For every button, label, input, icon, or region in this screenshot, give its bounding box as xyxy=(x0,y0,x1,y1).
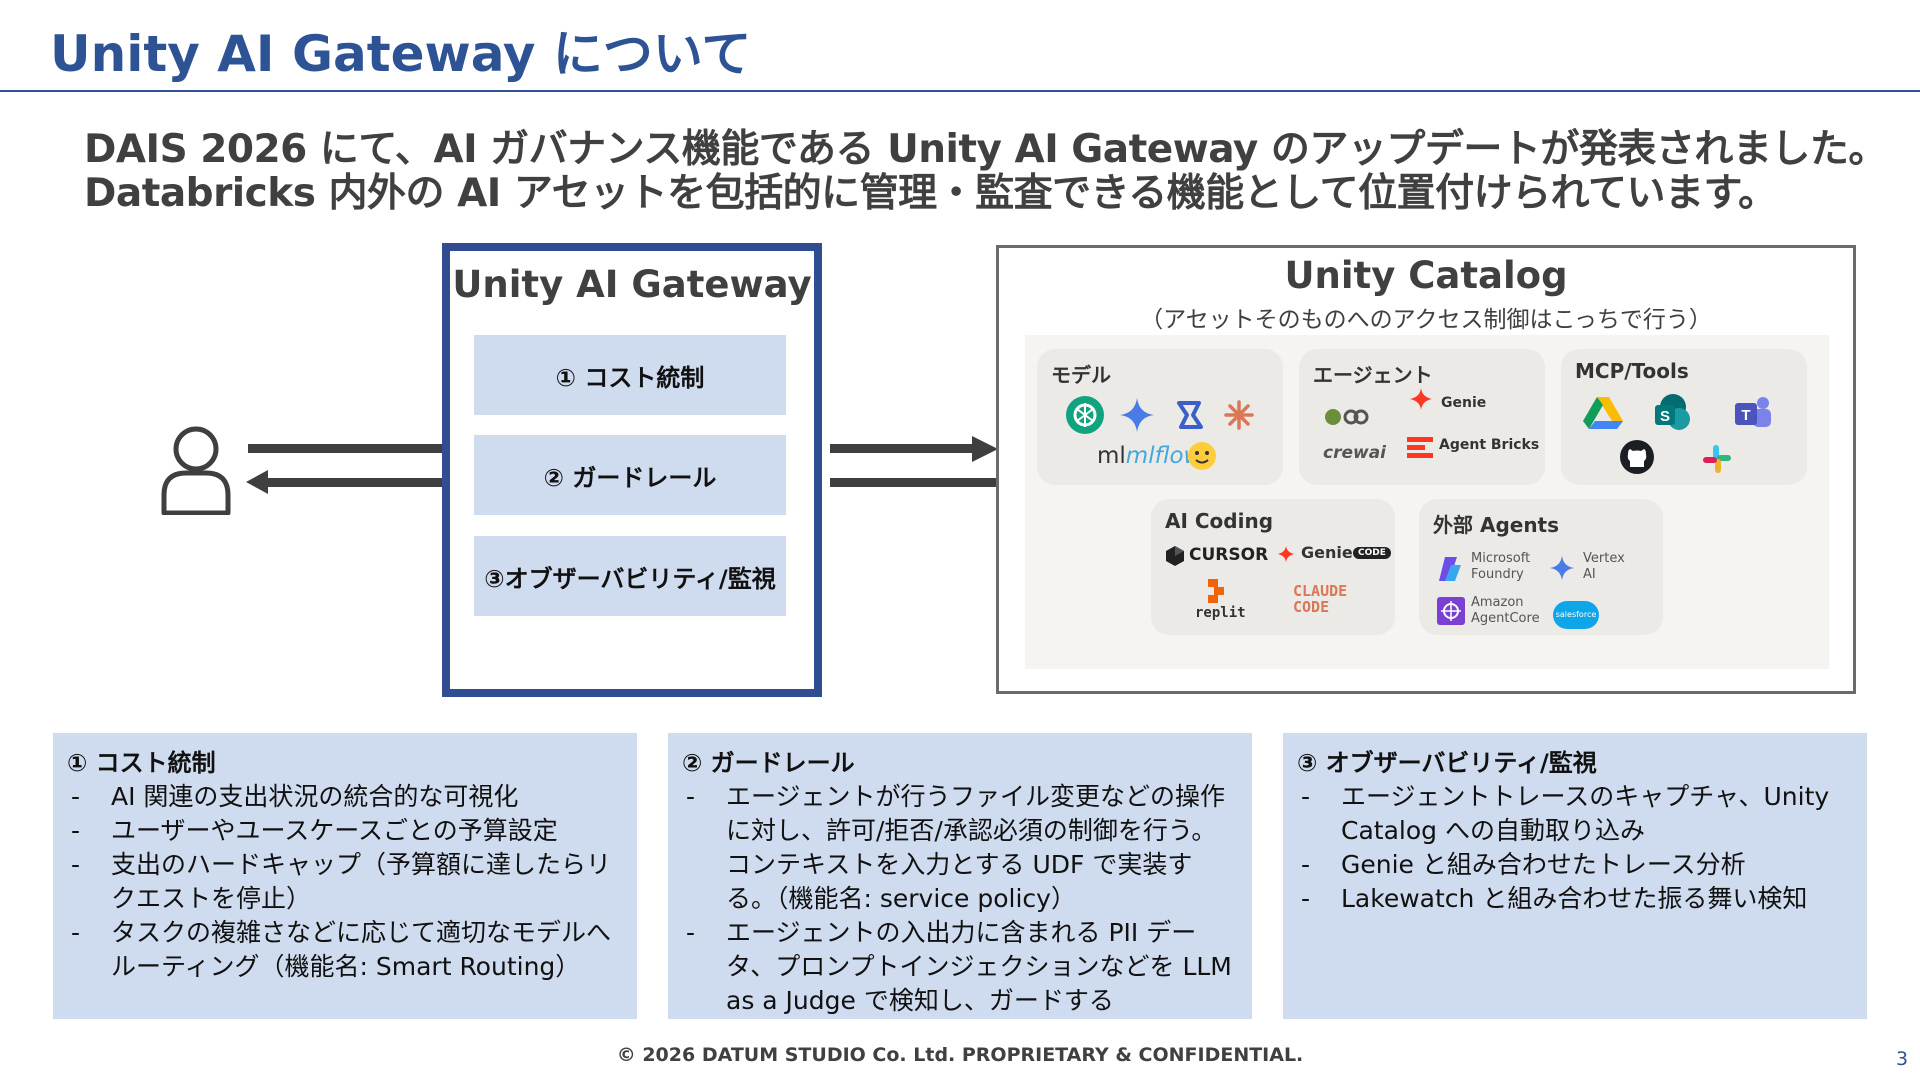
card-observability: ③ オブザーバビリティ/監視 エージェントトレースのキャプチャ、Unity Ca… xyxy=(1283,733,1867,1019)
card-guardrail: ② ガードレール エージェントが行うファイル変更などの操作に対し、許可/拒否/承… xyxy=(668,733,1252,1019)
list-item: エージェントトレースのキャプチャ、Unity Catalog への自動取り込み xyxy=(1297,780,1853,848)
subtitle-line-2: Databricks 内外の AI アセットを包括的に管理・監査できる機能として… xyxy=(84,171,1777,216)
footer-copyright: © 2026 DATUM STUDIO Co. Ltd. PROPRIETARY… xyxy=(616,1044,1304,1066)
card-list: エージェントが行うファイル変更などの操作に対し、許可/拒否/承認必須の制御を行う… xyxy=(682,780,1238,1018)
catalog-link-lower xyxy=(830,478,996,487)
claude-icon xyxy=(1224,400,1254,430)
group-title-mcp: MCP/Tools xyxy=(1575,359,1689,383)
google-drive-icon xyxy=(1583,397,1623,429)
svg-text:T: T xyxy=(1741,407,1750,424)
response-arrow xyxy=(262,478,446,487)
cursor-text: CURSOR xyxy=(1189,545,1269,565)
group-ai-coding: AI Coding CURSOR Genie CODE replit CLAUD… xyxy=(1151,499,1395,635)
gateway-item-cost: ① コスト統制 xyxy=(474,335,786,415)
foundry-text: Foundry xyxy=(1471,567,1524,582)
vertex-ai-text: AI xyxy=(1583,567,1596,582)
genie-text: Genie xyxy=(1441,395,1487,411)
agent-bricks-text: Agent Bricks xyxy=(1439,437,1540,453)
agentcore-text: AgentCore xyxy=(1471,611,1540,626)
card-title: ③ オブザーバビリティ/監視 xyxy=(1297,749,1597,777)
microsoft-text: Microsoft xyxy=(1471,551,1531,566)
catalog-link-upper xyxy=(830,444,974,453)
genie-code-text: Genie xyxy=(1301,543,1353,562)
response-arrow-head xyxy=(246,470,268,494)
request-arrow xyxy=(248,444,446,453)
group-models: モデル mlmlflow xyxy=(1037,349,1283,485)
asset-panel: モデル mlmlflow xyxy=(1025,335,1829,669)
group-title-models: モデル xyxy=(1051,363,1111,387)
genie-code-icon xyxy=(1277,545,1295,563)
vertex-ai-icon xyxy=(1549,555,1575,581)
databricks-icon xyxy=(1410,388,1432,410)
list-item: ユーザーやユースケースごとの予算設定 xyxy=(67,814,623,848)
slide-title: Unity AI Gateway について xyxy=(50,25,752,83)
salesforce-logo: salesforce xyxy=(1553,601,1599,629)
catalog-title: Unity Catalog xyxy=(1284,254,1568,297)
github-icon xyxy=(1620,440,1654,474)
cursor-icon xyxy=(1166,546,1184,566)
group-title-external: 外部 Agents xyxy=(1433,513,1560,537)
catalog-arrow-head xyxy=(972,436,998,462)
amazon-agentcore-icon xyxy=(1437,597,1465,625)
list-item: エージェントが行うファイル変更などの操作に対し、許可/拒否/承認必須の制御を行う… xyxy=(682,780,1238,916)
list-item: エージェントの入出力に含まれる PII データ、プロンプトインジェクションなどを… xyxy=(682,916,1238,1018)
code-badge: CODE xyxy=(1353,547,1391,559)
person-icon xyxy=(161,426,231,515)
sparkle-icon xyxy=(1177,401,1203,429)
card-list: AI 関連の支出状況の統合的な可視化 ユーザーやユースケースごとの予算設定 支出… xyxy=(67,780,623,984)
gateway-box: Unity AI Gateway ① コスト統制 ② ガードレール ③オブザーバ… xyxy=(442,243,822,697)
microsoft-foundry-icon xyxy=(1439,557,1461,581)
crewai-text: crewai xyxy=(1323,443,1386,463)
openai-icon xyxy=(1066,396,1104,434)
huggingface-icon xyxy=(1188,442,1216,470)
card-title: ① コスト統制 xyxy=(67,749,216,777)
svg-text:S: S xyxy=(1660,408,1670,425)
langchain-icon xyxy=(1325,409,1369,425)
list-item: 支出のハードキャップ（予算額に達したらリクエストを停止） xyxy=(67,848,623,916)
gateway-title: Unity AI Gateway xyxy=(452,263,812,306)
group-mcp-tools: MCP/Tools S T xyxy=(1561,349,1807,485)
title-divider xyxy=(0,90,1920,92)
gemini-icon xyxy=(1120,398,1154,432)
replit-icon xyxy=(1208,579,1224,603)
amazon-text: Amazon xyxy=(1471,595,1524,610)
card-title: ② ガードレール xyxy=(682,749,855,777)
list-item: Lakewatch と組み合わせた振る舞い検知 xyxy=(1297,882,1853,916)
gateway-item-guardrail: ② ガードレール xyxy=(474,435,786,515)
page-number: 3 xyxy=(1896,1048,1909,1070)
card-cost-control: ① コスト統制 AI 関連の支出状況の統合的な可視化 ユーザーやユースケースごと… xyxy=(53,733,637,1019)
card-list: エージェントトレースのキャプチャ、Unity Catalog への自動取り込み … xyxy=(1297,780,1853,916)
sharepoint-icon: S xyxy=(1655,394,1690,430)
catalog-box: Unity Catalog （アセットそのものへのアクセス制御はこっちで行う） … xyxy=(996,245,1856,694)
list-item: タスクの複雑さなどに応じて適切なモデルへルーティング（機能名: Smart Ro… xyxy=(67,916,623,984)
vertex-text: Vertex xyxy=(1583,551,1625,566)
agent-bricks-icon xyxy=(1407,437,1433,458)
catalog-note: （アセットそのものへのアクセス制御はこっちで行う） xyxy=(1140,307,1712,333)
subtitle-line-1: DAIS 2026 にて、AI ガバナンス機能である Unity AI Gate… xyxy=(84,127,1887,172)
replit-text: replit xyxy=(1195,605,1246,621)
teams-icon: T xyxy=(1735,397,1771,427)
slack-icon xyxy=(1703,445,1731,473)
group-title-ai-coding: AI Coding xyxy=(1165,509,1274,533)
claude-code-text: CLAUDE CODE xyxy=(1293,582,1348,616)
group-title-agents: エージェント xyxy=(1313,363,1433,387)
list-item: AI 関連の支出状況の統合的な可視化 xyxy=(67,780,623,814)
group-external-agents: 外部 Agents Microsoft Foundry Vertex AI Am… xyxy=(1419,499,1663,635)
gateway-item-observability: ③オブザーバビリティ/監視 xyxy=(474,536,786,616)
list-item: Genie と組み合わせたトレース分析 xyxy=(1297,848,1853,882)
group-agents: エージェント Genie Agent Bricks crewai xyxy=(1299,349,1545,485)
